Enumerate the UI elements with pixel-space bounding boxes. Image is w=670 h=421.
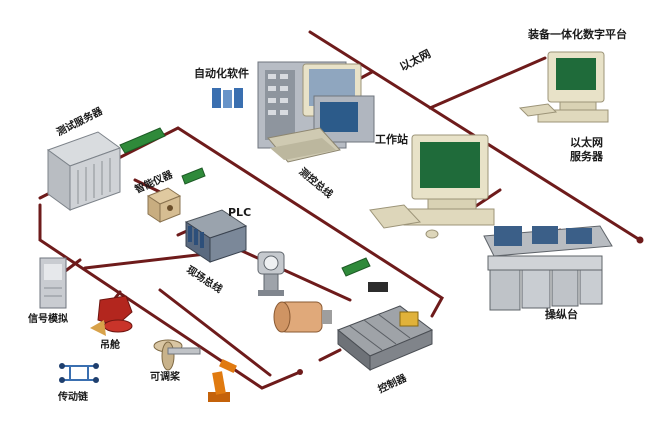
propeller-icon: [153, 339, 201, 371]
controller-label: 控制器: [376, 371, 410, 396]
ethernet-line-up: [428, 56, 547, 110]
motor-icon: [273, 301, 332, 333]
fieldbus-inner-2: [158, 288, 272, 377]
robot-arm-icon: [208, 358, 237, 402]
workstation-label: 工作站: [375, 132, 408, 146]
workstation-2-icon: [369, 134, 495, 239]
signal-sim-label: 信号模拟: [28, 312, 68, 325]
keyboard-icon: [368, 282, 388, 292]
ethernet-server-label: 以太网: [570, 135, 603, 149]
plc-label: PLC: [228, 206, 251, 219]
drop-controller: [318, 348, 342, 362]
platform-computer-icon: [518, 51, 609, 123]
pod-label: 吊舱: [100, 338, 121, 351]
control-console-icon: [483, 225, 613, 311]
console-label: 操纵台: [545, 307, 578, 321]
transmitter-icon: [257, 251, 285, 296]
server-label: 服务器: [570, 149, 604, 163]
workstation-1-icon: [257, 61, 375, 163]
fieldbus-label: 现场总线: [184, 263, 225, 296]
pod-icon: [90, 295, 133, 336]
platform-label: 装备一体化数字平台: [527, 27, 627, 41]
automation-software-label: 自动化软件: [194, 66, 249, 80]
controller-icon: [337, 305, 433, 372]
signal-cabinet-icon: [39, 257, 67, 309]
chain-icon: [59, 363, 99, 383]
test-server-rack-icon: [46, 131, 122, 211]
drive-chain-label: 传动链: [57, 390, 89, 403]
fieldbus-line: [38, 203, 302, 390]
drop-instrument: [133, 178, 162, 194]
circuit-board-icon: [341, 257, 371, 277]
cable-end: [636, 236, 644, 244]
cable-ends: [297, 236, 644, 375]
plc-icon: [184, 209, 248, 263]
adjustable-pitch-label: 可调桨: [150, 370, 181, 383]
circuit-board-icon: [119, 127, 166, 154]
ethernet-label: 以太网: [397, 46, 433, 73]
cable-end: [297, 369, 303, 375]
circuit-board-icon: [181, 167, 206, 185]
smart-instrument-icon: [146, 187, 182, 223]
software-box-icon: [212, 88, 243, 108]
control-bus-label: 测控总线: [297, 165, 336, 201]
